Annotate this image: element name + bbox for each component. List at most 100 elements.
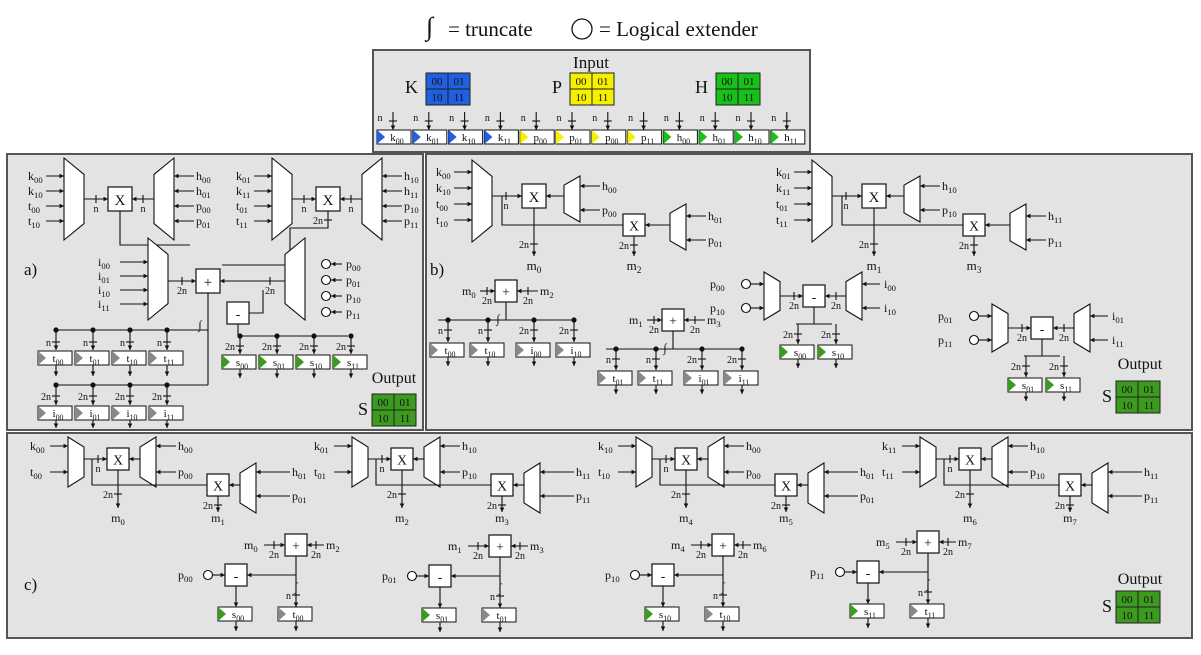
output-matrix-cell-label: 00 <box>378 397 390 409</box>
arrowhead-icon <box>499 507 505 512</box>
arrowhead-icon <box>987 337 992 343</box>
matrix-k-cell-label: 00 <box>432 76 444 88</box>
arrowhead-icon <box>347 443 352 449</box>
register-marker <box>520 130 529 144</box>
mux-k-t <box>67 436 85 488</box>
output-matrix-cell-label: 10 <box>1122 400 1134 412</box>
register-label: i00 <box>531 345 542 359</box>
bus-width-label: n <box>504 201 509 212</box>
matrix-name: P <box>552 77 562 97</box>
arrowhead-icon <box>53 400 59 405</box>
h01-label: h01 <box>708 209 723 225</box>
arrowhead-icon <box>53 423 59 428</box>
arrowhead-icon <box>53 345 59 350</box>
arrowhead-icon <box>540 493 545 499</box>
h00-label: h00 <box>746 439 761 455</box>
arrowhead-icon <box>631 469 636 475</box>
arrowhead-icon <box>670 456 675 462</box>
arrowhead-icon <box>382 173 387 179</box>
logical-extender-icon <box>834 566 846 578</box>
register-marker <box>818 345 826 359</box>
register-marker <box>1008 378 1016 392</box>
arrowhead-icon <box>925 599 931 604</box>
register-label: s01 <box>436 610 448 624</box>
arrowhead-icon <box>967 503 973 508</box>
matrix-p-cell-label: 11 <box>598 92 609 104</box>
bus-width-label: n <box>438 326 443 337</box>
logical-extender-icon <box>629 569 641 581</box>
arrowhead-icon <box>164 345 170 350</box>
arrowhead-icon <box>129 456 134 462</box>
bus-width-label: 2n <box>519 326 529 337</box>
bus-width-label: n <box>948 464 953 475</box>
register-label: t01 <box>613 373 624 387</box>
mux-i <box>845 271 863 321</box>
output-matrix-cell-label: 01 <box>1144 384 1155 396</box>
arrowhead-icon <box>59 173 64 179</box>
k00-label: k00 <box>28 169 43 185</box>
logical-extender-icon <box>968 334 980 346</box>
bus-width-label: 2n <box>901 547 911 558</box>
arrowhead-icon <box>605 125 611 130</box>
m2-label: m2 <box>540 284 554 300</box>
register-label: s11 <box>864 606 876 620</box>
truncate-icon: ∫ <box>293 580 298 594</box>
register-label: k10 <box>462 132 475 146</box>
arrowhead-icon <box>660 602 666 607</box>
arrowhead-icon <box>451 573 456 579</box>
arrowhead-icon <box>237 373 243 378</box>
arrowhead-icon <box>293 602 299 607</box>
mux-h-p <box>903 175 921 223</box>
register-marker <box>484 130 493 144</box>
arrowhead-icon <box>1090 313 1095 319</box>
arrowhead-icon <box>347 469 352 475</box>
p11-label: p11 <box>1144 489 1158 505</box>
t10-label: t10 <box>598 465 610 481</box>
h01-label: h01 <box>196 184 211 200</box>
p10-label: p10 <box>710 301 725 317</box>
arrowhead-icon <box>517 193 522 199</box>
register-marker <box>38 406 46 420</box>
register-marker <box>850 604 858 618</box>
mux-h-p <box>669 203 687 251</box>
p00-label: p00 <box>346 257 361 273</box>
register-marker <box>735 130 743 144</box>
multiplier-symbol: X <box>113 453 123 468</box>
register-label: s10 <box>659 609 671 623</box>
arrowhead-icon <box>985 222 990 228</box>
arrowhead-icon <box>833 363 839 368</box>
arrowhead-icon <box>143 301 148 307</box>
i11-label: i11 <box>98 297 110 313</box>
multiplier-symbol: X <box>213 479 223 494</box>
wire <box>501 196 623 226</box>
p00-label: p00 <box>602 203 617 219</box>
bus-width-label: 2n <box>519 240 529 251</box>
logical-extender-icon <box>320 306 332 318</box>
arrowhead-icon <box>233 626 239 631</box>
matrix-h-cell <box>737 88 761 106</box>
arrowhead-icon <box>871 251 877 256</box>
arrowhead-icon <box>533 125 539 130</box>
arrowhead-icon <box>697 456 702 462</box>
arrowhead-icon <box>247 572 252 578</box>
arrowhead-icon <box>103 196 108 202</box>
arrowhead-icon <box>59 203 64 209</box>
register-marker <box>377 130 385 144</box>
register-marker <box>470 343 478 357</box>
mux-h-p <box>563 175 581 223</box>
arrowhead-icon <box>174 203 179 209</box>
mux-i <box>1073 303 1091 353</box>
register-marker <box>222 355 230 369</box>
output-matrix-cell-label: 01 <box>400 397 411 409</box>
bus-width-label: n <box>844 201 849 212</box>
mux-k-t <box>351 436 369 488</box>
arrowhead-icon <box>174 188 179 194</box>
register-label: s11 <box>347 357 359 371</box>
t00-label: t00 <box>28 199 40 215</box>
m4-label: m4 <box>671 538 685 554</box>
i01-label: i01 <box>98 269 110 285</box>
bus-width-label: 2n <box>821 330 831 341</box>
arrowhead-icon <box>580 183 585 189</box>
arrowhead-icon <box>331 293 336 299</box>
arrowhead-icon <box>467 217 472 223</box>
